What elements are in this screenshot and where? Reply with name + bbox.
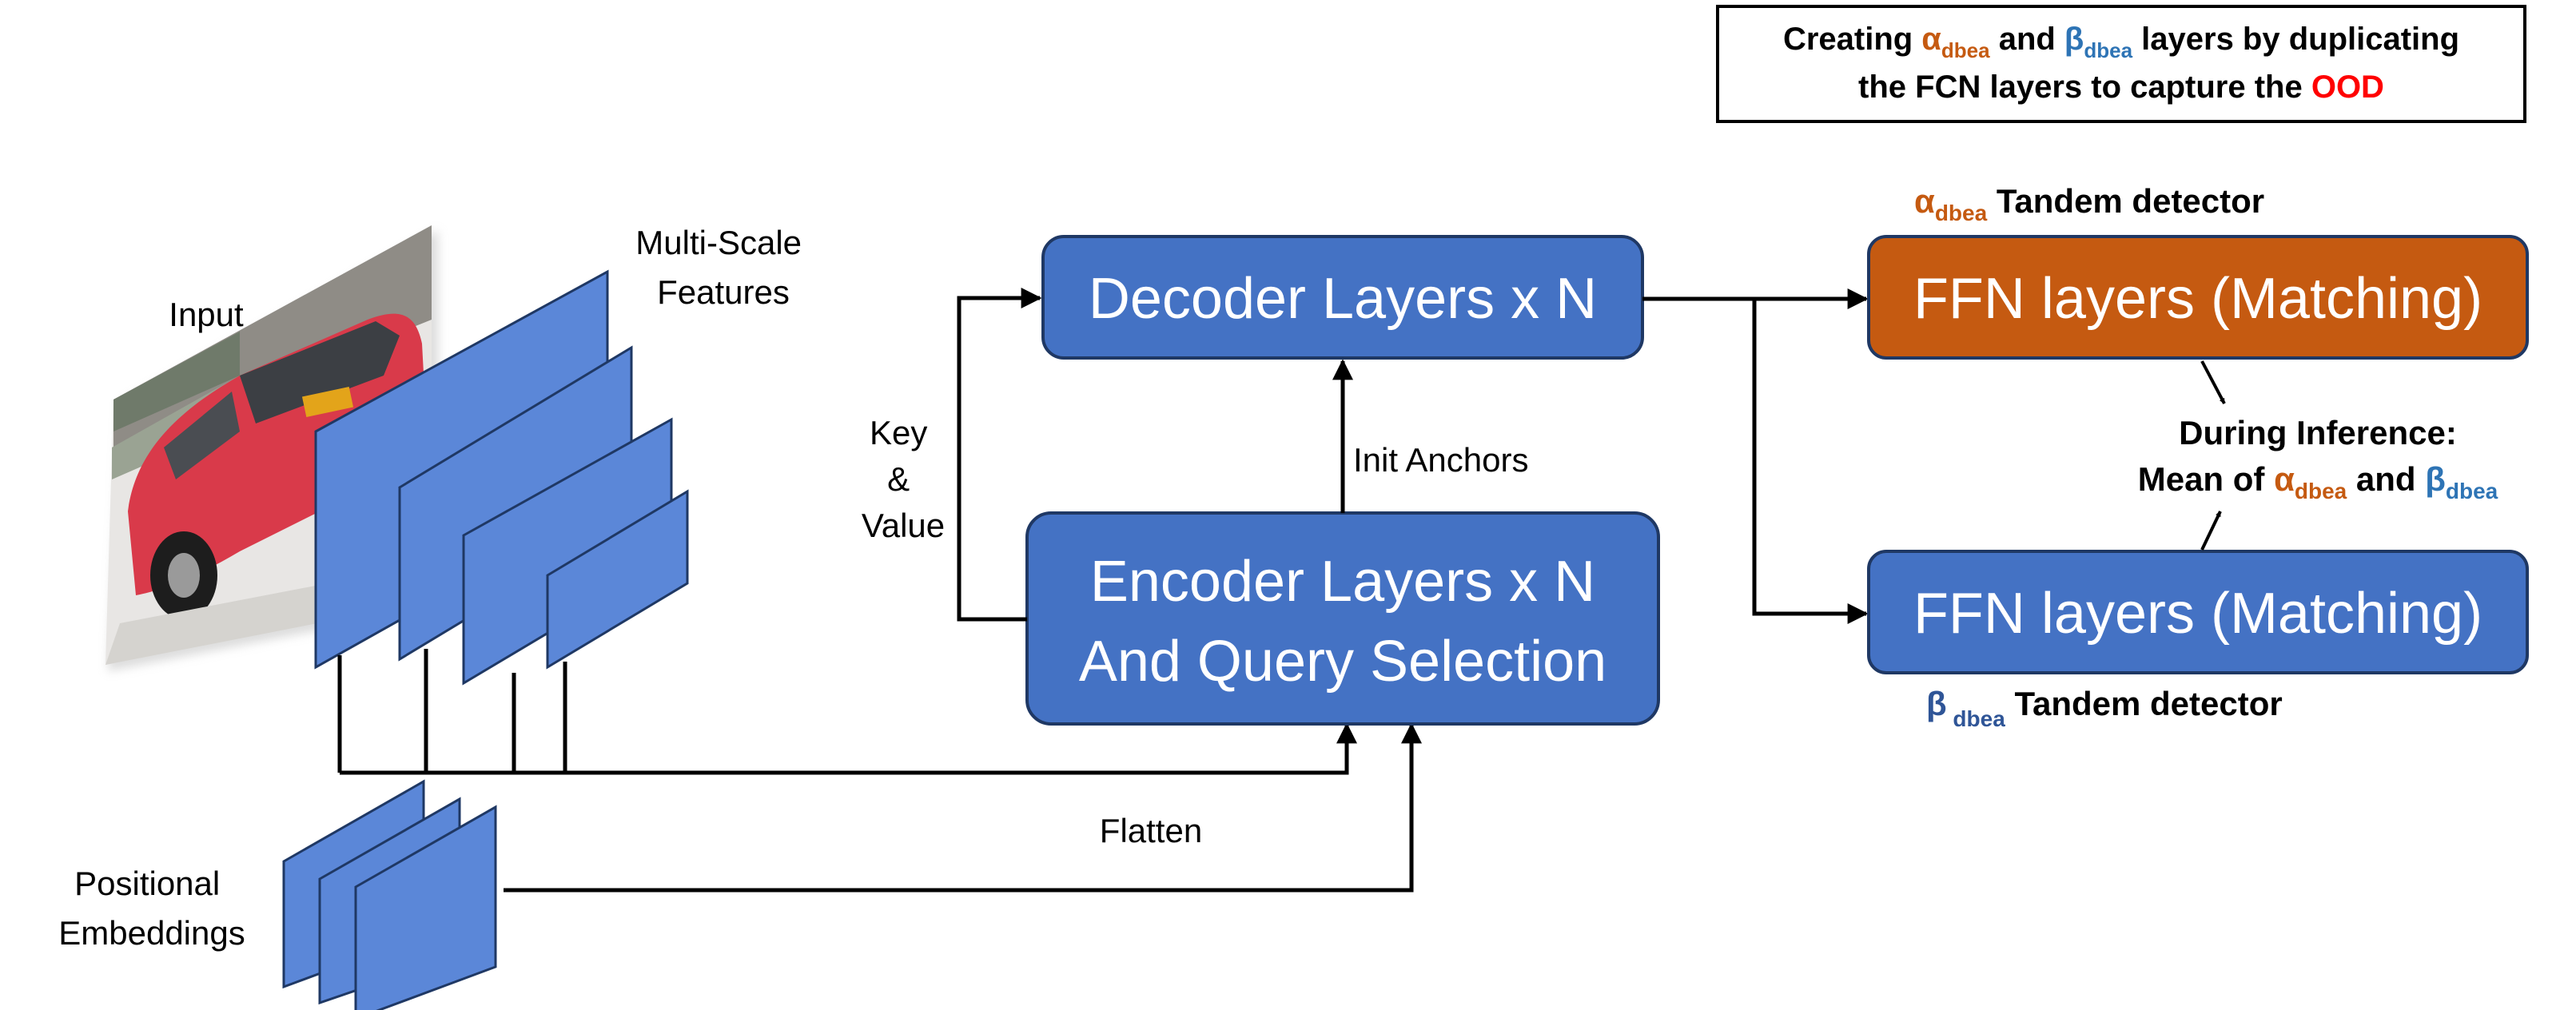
ood-note-box: Creating αdbea and βdbea layers by dupli… [1716, 5, 2526, 123]
decoder-box: Decoder Layers x N [1041, 235, 1644, 360]
inference-line1: During Inference: [2179, 414, 2457, 451]
multi-scale-feature-maps [314, 269, 689, 686]
beta-detector-label: β dbea Tandem detector [1926, 685, 2283, 731]
ffn-alpha-label: FFN layers (Matching) [1913, 267, 2482, 331]
positional-embedding-stack [282, 779, 497, 1010]
ffn-beta-label: FFN layers (Matching) [1913, 582, 2482, 646]
positional-label: Positional Embeddings [58, 865, 245, 952]
decoder-box-label: Decoder Layers x N [1089, 267, 1597, 331]
decoder-to-ffn-connectors [1642, 288, 1869, 624]
feature-map-4 [546, 489, 689, 670]
inference-line2: Mean of αdbea and βdbea [2138, 460, 2498, 503]
multi-scale-label: Multi-Scale Features [635, 224, 810, 311]
ood-note-line2: the FCN layers to capture the OOD [1858, 70, 2384, 105]
alpha-detector-label: αdbea Tandem detector [1914, 182, 2264, 225]
key-value-label: Key & Value [862, 414, 945, 544]
encoder-box: Encoder Layers x N And Query Selection [1025, 511, 1660, 726]
key-value-connector [957, 288, 1042, 622]
flatten-label: Flatten [1100, 812, 1202, 849]
positional-connector [504, 722, 1422, 893]
ffn-alpha-box: FFN layers (Matching) [1867, 235, 2529, 360]
ffn-beta-box: FFN layers (Matching) [1867, 550, 2529, 674]
ood-note-line1: Creating αdbea and βdbea layers by dupli… [1783, 22, 2459, 62]
init-anchors-label: Init Anchors [1353, 441, 1528, 479]
input-label: Input [169, 296, 244, 333]
feature-connectors [337, 649, 1357, 775]
encoder-box-line2: And Query Selection [1079, 630, 1607, 694]
inference-note: During Inference: Mean of αdbea and βdbe… [2138, 360, 2498, 551]
encoder-box-line1: Encoder Layers x N [1090, 550, 1595, 614]
